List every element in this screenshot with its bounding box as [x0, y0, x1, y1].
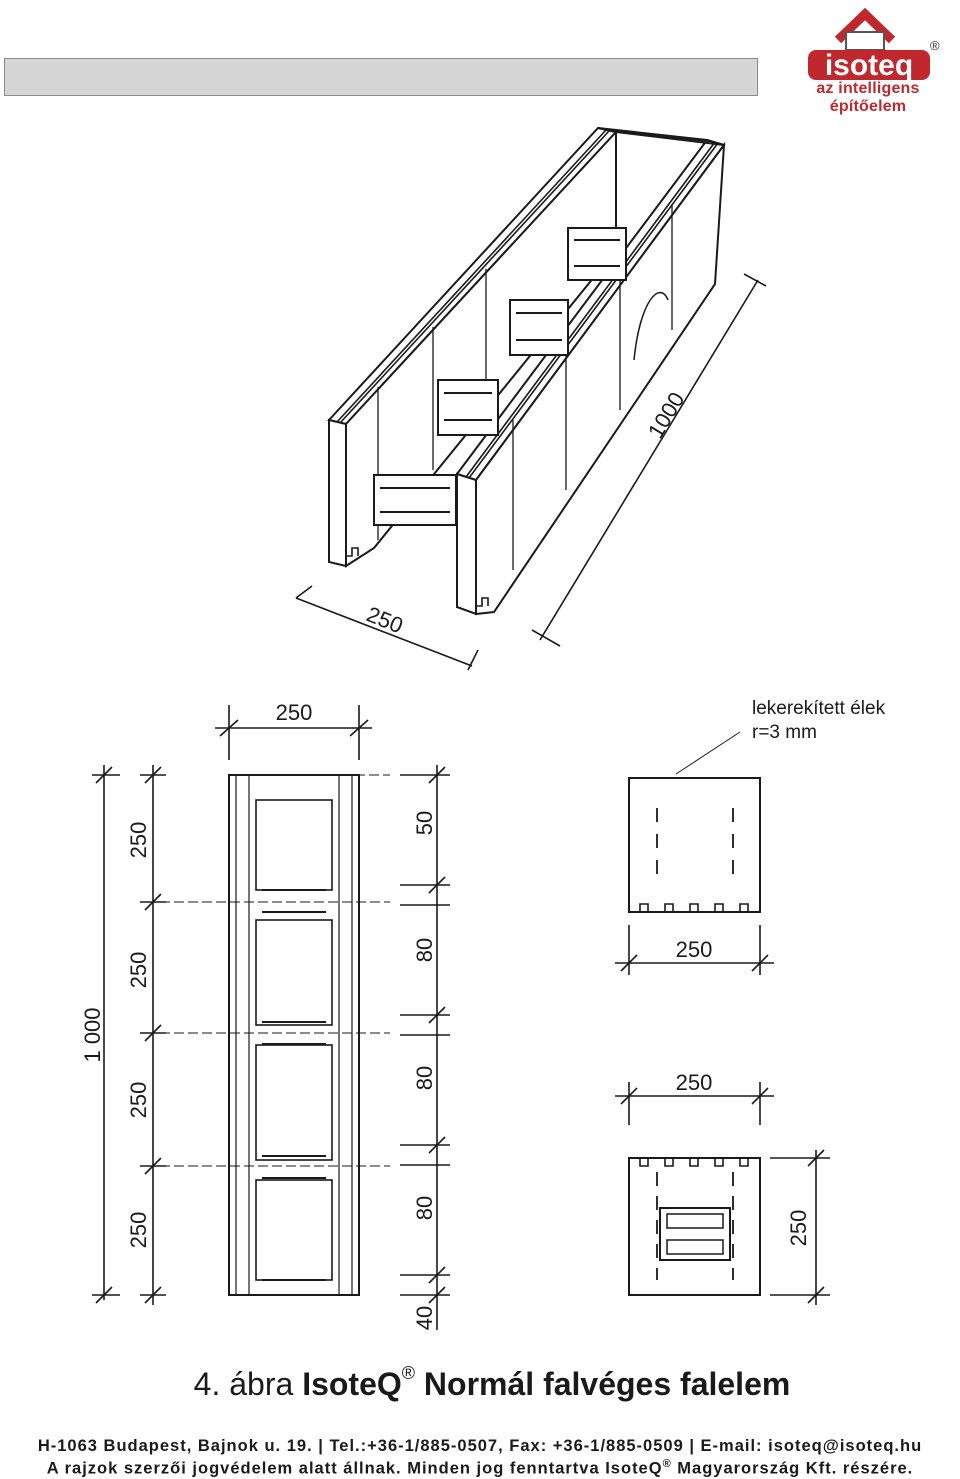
right-seg-label-1: 50	[412, 811, 437, 835]
front-dimension-lines	[92, 705, 450, 1330]
iso-connectors	[373, 227, 627, 526]
figure-caption: 4. ábra IsoteQ® Normál falvéges falelem	[0, 1363, 960, 1403]
plan-view	[628, 1157, 761, 1296]
logo-house-icon: isoteq ®	[808, 7, 940, 82]
left-seg-label-1: 250	[126, 822, 151, 859]
plan-top-dim-label: 250	[676, 1070, 713, 1095]
footer-copyright: A rajzok szerzői jogvédelem alatt állnak…	[0, 1458, 960, 1479]
left-total-label: 1 000	[80, 1007, 105, 1062]
svg-text:®: ®	[930, 38, 940, 53]
left-seg-label-4: 250	[126, 1212, 151, 1249]
front-top-label: 250	[276, 700, 313, 725]
side-top-dim-label: 250	[676, 937, 713, 962]
iso-length-label: 1000	[643, 388, 690, 443]
rounded-edges-note: lekerekített élek	[752, 698, 886, 719]
caption-brand: IsoteQ	[302, 1366, 402, 1402]
side-dimension-lines	[615, 925, 774, 975]
logo-tagline: az intelligens építőelem	[816, 80, 920, 115]
side-view	[628, 731, 761, 913]
iso-width-label: 250	[363, 601, 406, 638]
left-seg-label-3: 250	[126, 1082, 151, 1119]
svg-text:isoteq: isoteq	[825, 49, 913, 82]
right-seg-label-4: 80	[412, 1196, 437, 1220]
isoteq-logo: isoteq ® az intelligens építőelem	[780, 4, 960, 115]
footer-copyright-a: A rajzok szerzői jogvédelem alatt állnak…	[46, 1459, 663, 1478]
caption-title: Normál falvéges falelem	[415, 1366, 791, 1402]
radius-note: r=3 mm	[752, 722, 817, 743]
footer-contact: H-1063 Budapest, Bajnok u. 19. | Tel.:+3…	[37, 1437, 923, 1455]
left-seg-label-2: 250	[126, 952, 151, 989]
iso-dimension-lines	[295, 273, 767, 671]
plan-side-dim-label: 250	[786, 1210, 811, 1247]
right-seg-label-3: 80	[412, 1066, 437, 1090]
footer-reg: ®	[662, 1458, 672, 1470]
caption-prefix: 4. ábra	[193, 1366, 303, 1402]
plan-dimension-lines	[615, 1082, 830, 1305]
right-seg-label-5: 40	[412, 1306, 437, 1330]
footer-copyright-b: Magyarország Kft. részére.	[671, 1459, 914, 1478]
front-elevation	[160, 774, 390, 1296]
caption-reg: ®	[401, 1363, 416, 1384]
right-seg-label-2: 80	[412, 938, 437, 962]
isometric-view	[327, 126, 726, 616]
header-title-bar	[4, 58, 758, 96]
